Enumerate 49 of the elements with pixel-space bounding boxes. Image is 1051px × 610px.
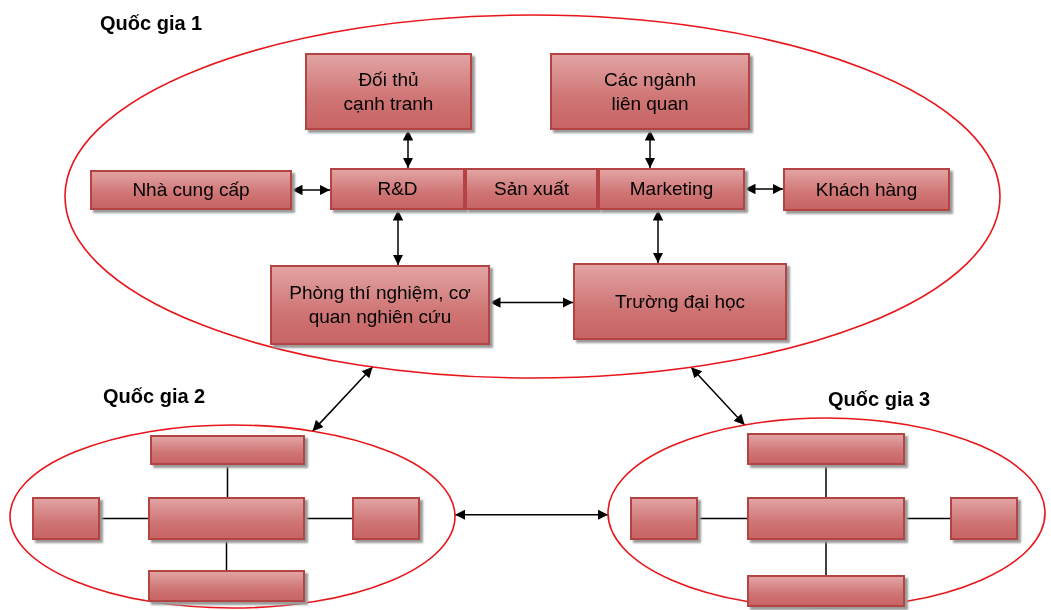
connector-line [904,517,951,520]
empty-box [747,575,905,607]
process-box [305,53,472,130]
empty-box [950,497,1018,540]
double-arrow [402,129,414,169]
connector-line [825,539,827,576]
process-box [465,168,598,210]
empty-box [352,497,420,540]
country-heading: Quốc gia 1 [100,12,203,35]
double-arrow [311,366,374,432]
double-arrow [454,509,609,520]
process-box [573,263,787,340]
box-label: R&D [377,177,418,201]
country-heading: Quốc gia 3 [828,388,931,411]
country-heading: Quốc gia 2 [103,385,206,408]
box-label: Phòng thí nghiệm, cơ quan nghiên cứu [288,281,472,329]
double-arrow [652,209,664,264]
box-label: Trường đại học [614,289,746,314]
connector-line [825,464,827,498]
double-arrow [644,129,656,169]
empty-box [150,435,305,465]
connector-line [225,539,228,571]
empty-box [747,497,905,540]
empty-box [630,497,698,540]
box-label: Đối thủ cạnh tranh [343,67,434,116]
process-box [330,168,465,210]
connector-line [226,464,229,498]
process-box [550,53,750,130]
box-label: Marketing [629,177,714,201]
connector-line [99,517,149,520]
double-arrow [690,366,746,426]
process-box [598,168,745,210]
empty-box [148,497,305,540]
process-box [90,170,292,210]
double-arrow [392,209,404,266]
empty-box [747,433,905,465]
empty-box [32,497,100,540]
box-label: Các ngành liên quan [603,67,697,116]
double-arrow [291,184,331,196]
box-label: Nhà cung cấp [132,178,250,202]
process-box [783,168,950,211]
connector-line [304,517,353,520]
empty-box [148,570,305,602]
box-label: Khách hàng [815,177,918,202]
double-arrow [489,297,574,308]
process-box [270,265,490,345]
connector-line [697,517,748,520]
double-arrow [744,183,784,195]
box-label: Sản xuất [494,177,569,201]
